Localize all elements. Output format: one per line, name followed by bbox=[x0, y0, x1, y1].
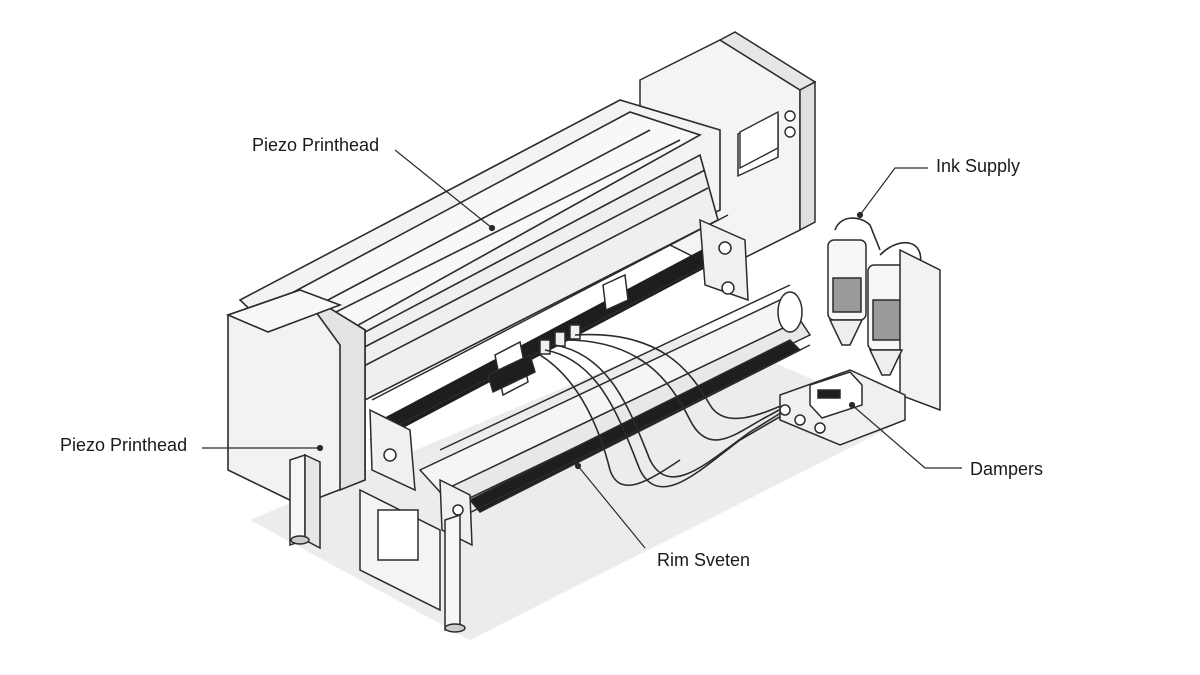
ink-tubes bbox=[539, 217, 922, 488]
control-panel bbox=[739, 110, 796, 170]
left-end-housing bbox=[225, 289, 366, 506]
printhead-carriage bbox=[487, 273, 629, 397]
left-side-plate bbox=[369, 408, 473, 547]
right-side-plate bbox=[699, 218, 749, 302]
leader-piezo-top bbox=[394, 149, 493, 229]
frame-legs bbox=[289, 453, 466, 633]
dampers-block bbox=[779, 369, 906, 446]
label-ink-supply: Ink Supply bbox=[936, 156, 1021, 176]
label-piezo-printhead-left: Piezo Printhead bbox=[60, 435, 188, 455]
leader-lines bbox=[202, 149, 962, 549]
label-dampers: Dampers bbox=[970, 459, 1044, 479]
label-piezo-printhead-top: Piezo Printhead bbox=[252, 135, 380, 155]
label-rim-system: Rim Sveten bbox=[657, 550, 751, 570]
leader-dampers bbox=[851, 404, 962, 469]
ink-supply-bottles bbox=[827, 239, 941, 412]
top-housing bbox=[238, 99, 721, 402]
leader-rim-system bbox=[577, 465, 646, 549]
platen bbox=[418, 284, 812, 521]
leader-ink-supply bbox=[859, 167, 928, 216]
